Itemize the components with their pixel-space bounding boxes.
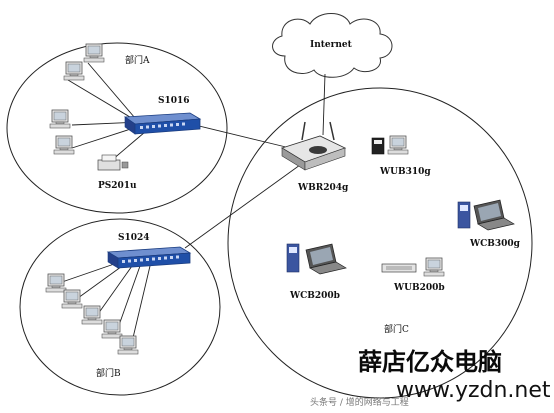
pc-icon (101, 319, 123, 339)
wub310g-label: WUB310g (379, 167, 431, 177)
pc-icon (387, 135, 409, 155)
dept-b-circle (19, 218, 221, 396)
switch-s1016-icon (123, 112, 202, 135)
pc-icon (61, 289, 83, 309)
dept-c-circle (227, 87, 533, 399)
router-wbr204g-icon (280, 121, 347, 171)
pc-icon (83, 43, 105, 63)
laptop-icon (305, 243, 347, 275)
watermark-source: 头条号 / 增的网络与工程 (310, 396, 409, 408)
connection-lines (61, 62, 326, 343)
switch-s1016-label: S1016 (158, 96, 190, 106)
pc-icon (423, 257, 445, 277)
switch-s1024-label: S1024 (118, 233, 150, 243)
pc-icon (53, 135, 75, 155)
wcb300g-label: WCB300g (469, 239, 521, 249)
pc-icon (81, 305, 103, 325)
dept-a-circle (6, 42, 228, 214)
switch-s1024-icon (106, 246, 192, 269)
wcb200b-label: WCB200b (289, 291, 340, 301)
wub310g-icon (371, 137, 385, 155)
laptop-icon (473, 199, 515, 231)
pc-icon (49, 109, 71, 129)
watermark-url: www.yzdn.net (396, 378, 551, 403)
pc-icon (117, 335, 139, 355)
watermark-brand: 薛店亿众电脑 (358, 347, 502, 376)
print-server-icon (97, 154, 129, 171)
dept-b-label: 部门B (96, 367, 121, 379)
print-server-label: PS201u (98, 181, 137, 191)
dept-c-label: 部门C (384, 323, 409, 335)
router-label: WBR204g (297, 183, 349, 193)
wcb200b-card-icon (286, 243, 300, 273)
pc-icon (63, 61, 85, 81)
wub200b-label: WUB200b (393, 283, 445, 293)
internet-cloud-icon (272, 13, 393, 78)
wub200b-icon (381, 263, 417, 273)
pc-icon (45, 273, 67, 293)
internet-label: Internet (310, 40, 353, 50)
dept-a-label: 部门A (125, 54, 150, 66)
wcb300g-card-icon (457, 201, 471, 229)
